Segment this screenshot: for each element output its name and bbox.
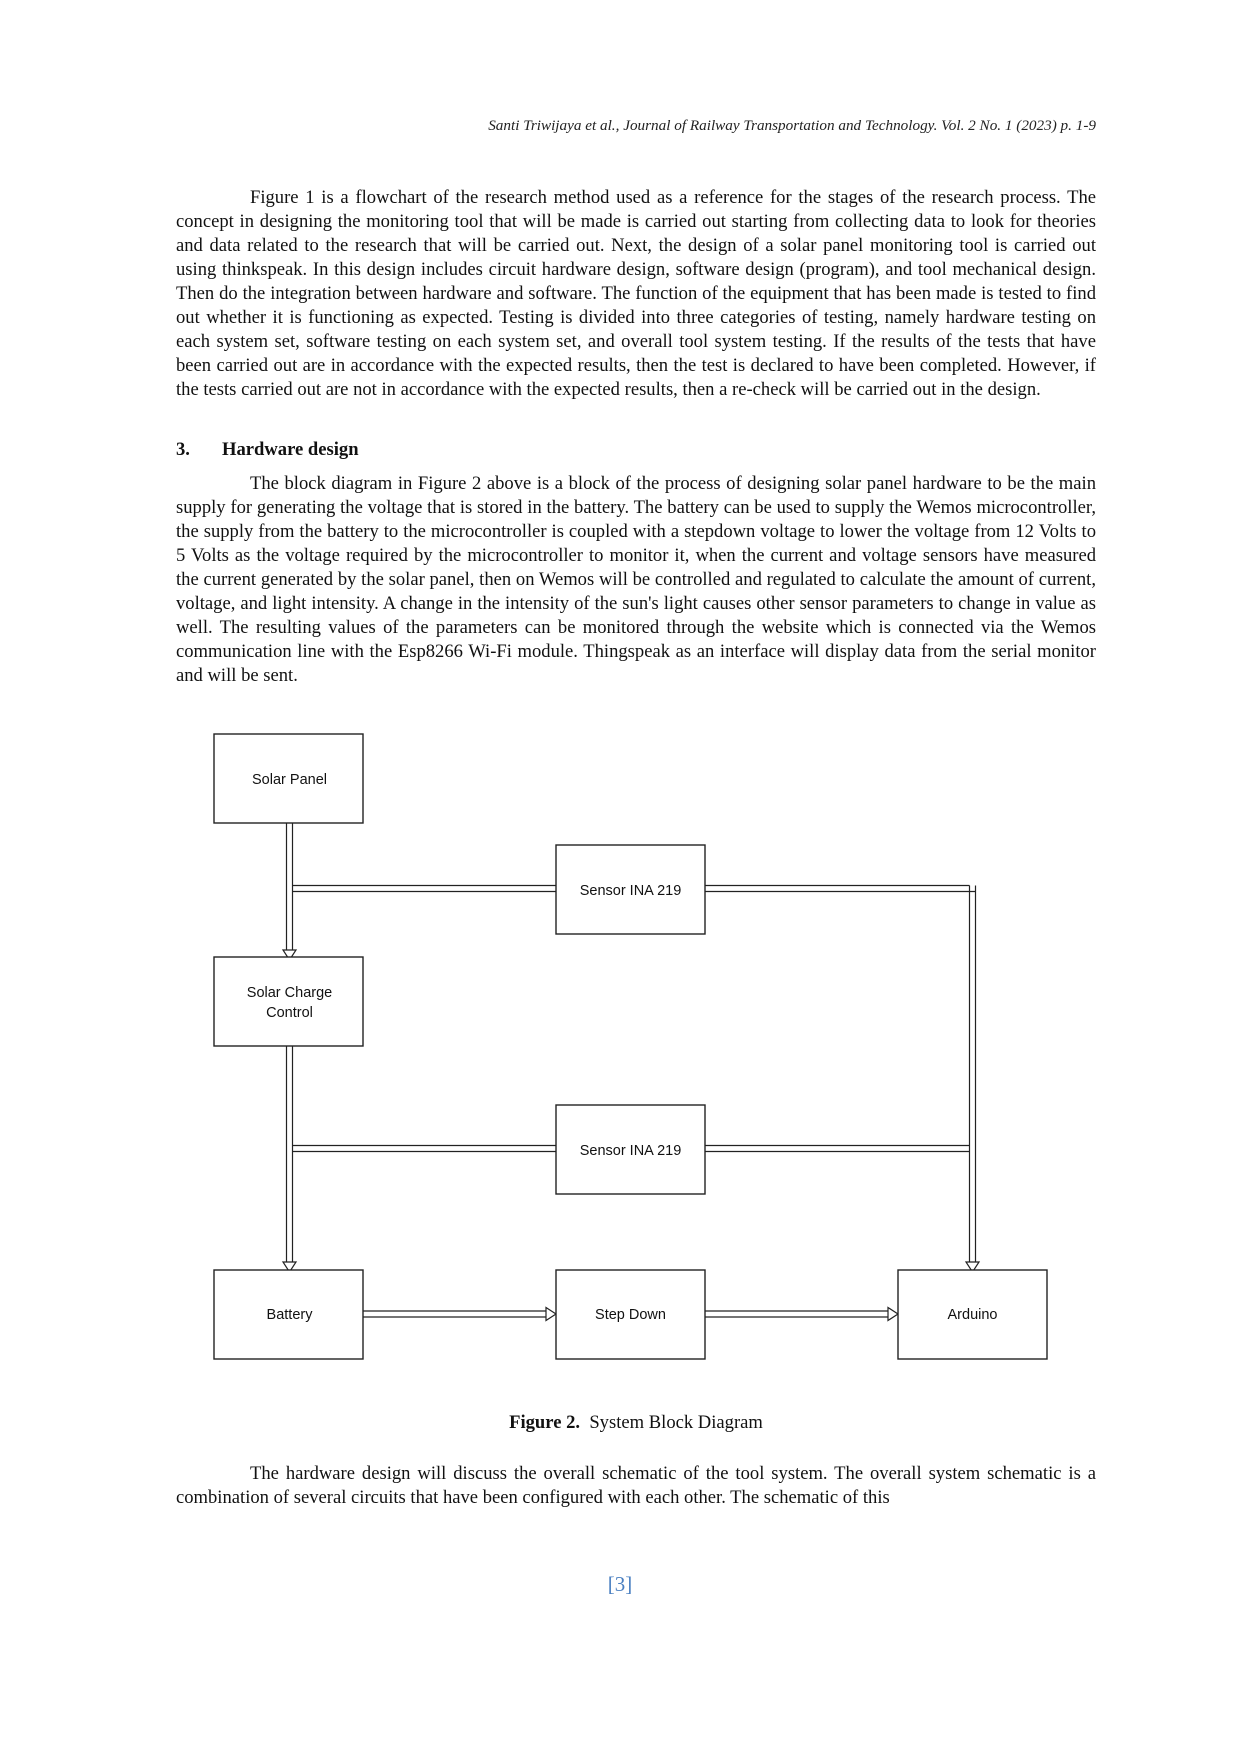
figure-caption-separator: . (575, 1412, 581, 1433)
block-solar-panel-label: Solar Panel (252, 772, 327, 788)
block-step-down-label: Step Down (595, 1307, 666, 1323)
connector-to-sensor-bottom (292, 1144, 556, 1153)
section-number: 3. (176, 439, 190, 460)
page-number: [3] (607, 1572, 633, 1596)
paragraph-hardware-design-text: The hardware design will discuss the ove… (176, 1463, 1096, 1508)
block-solar-panel: Solar Panel (213, 733, 364, 824)
connector-solar-panel-to-charge-control (281, 823, 298, 962)
block-battery-label: Battery (267, 1307, 314, 1323)
connector-to-sensor-top (292, 884, 556, 893)
connector-step-down-to-arduino (705, 1306, 900, 1322)
block-sensor-bottom: Sensor INA 219 (555, 1104, 706, 1195)
connector-sensor-top-to-arduino (705, 884, 981, 1274)
figure-caption: Figure 2. System Block Diagram (176, 1412, 1096, 1434)
paragraph-methodology-text: Figure 1 is a flowchart of the research … (176, 187, 1096, 400)
block-arduino: Arduino (897, 1269, 1048, 1360)
paragraph-block-diagram: The block diagram in Figure 2 above is a… (176, 472, 1096, 688)
section-heading: 3. Hardware design (176, 438, 359, 462)
paragraph-methodology: Figure 1 is a flowchart of the research … (176, 186, 1096, 402)
block-battery: Battery (213, 1269, 364, 1360)
block-sensor-bottom-label: Sensor INA 219 (580, 1143, 682, 1159)
block-solar-charge-control: Solar Charge Control (213, 956, 364, 1047)
paragraph-block-diagram-text: The block diagram in Figure 2 above is a… (176, 473, 1096, 686)
figure-caption-text: System Block Diagram (589, 1412, 763, 1433)
connector-battery-to-step-down (363, 1306, 558, 1322)
connector-charge-control-to-battery (281, 1046, 298, 1274)
section-title: Hardware design (222, 439, 359, 460)
block-arduino-label: Arduino (948, 1307, 998, 1323)
block-solar-charge-label-line2: Control (266, 1005, 313, 1021)
running-header: Santi Triwijaya et al., Journal of Railw… (488, 117, 1096, 134)
paragraph-hardware-design: The hardware design will discuss the ove… (176, 1462, 1096, 1510)
block-solar-charge-label-line1: Solar Charge (247, 985, 332, 1001)
block-step-down: Step Down (555, 1269, 706, 1360)
block-sensor-top: Sensor INA 219 (555, 844, 706, 935)
figure-caption-label: Figure 2 (509, 1412, 576, 1433)
connector-sensor-bottom-to-arduino (705, 1144, 970, 1153)
block-sensor-top-label: Sensor INA 219 (580, 883, 682, 899)
